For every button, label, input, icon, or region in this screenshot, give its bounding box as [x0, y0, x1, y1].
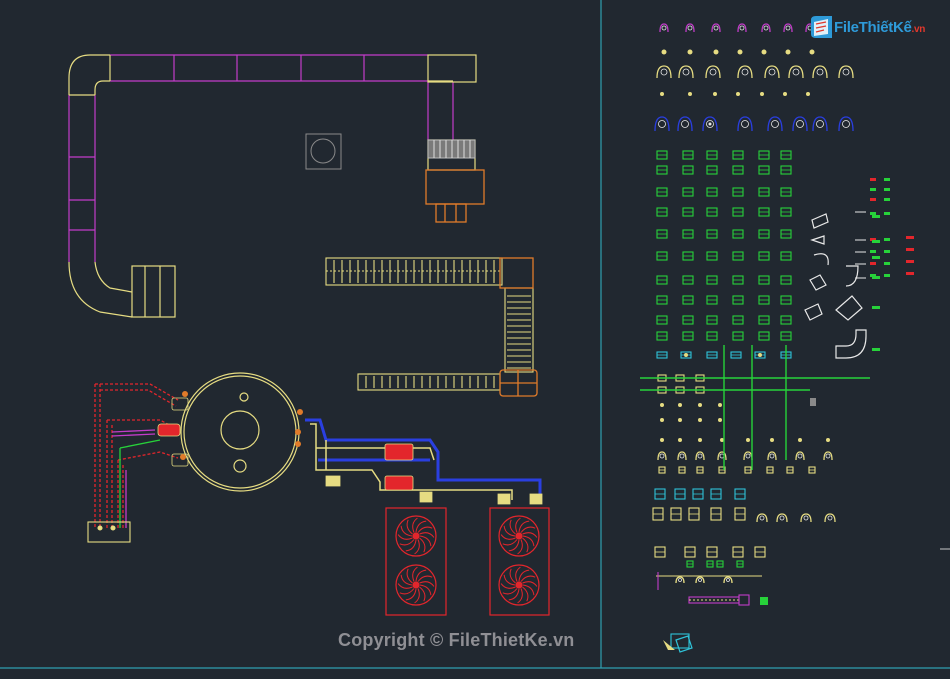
magenta-piping[interactable] [111, 429, 156, 528]
fan-icon [498, 564, 540, 606]
library-duct-elbows[interactable] [804, 213, 867, 359]
library-grey-marker [810, 398, 816, 406]
pipe-base-plate[interactable] [87, 521, 131, 543]
fan-icon [395, 515, 437, 557]
copyright-watermark: Copyright © FileThietKe.vn [338, 630, 575, 650]
fan-icon [395, 564, 437, 606]
valve-cluster[interactable] [157, 391, 303, 467]
library-bottom-items[interactable] [656, 572, 768, 650]
air-handling-unit[interactable] [425, 169, 485, 223]
magenta-duct-run[interactable] [68, 54, 454, 262]
fan-transition[interactable] [427, 139, 476, 159]
round-tank[interactable] [180, 372, 300, 492]
drawing-cursor-icon [675, 635, 693, 653]
logo-text: FileThiếtKế.vn [834, 19, 926, 36]
condenser-unit-right[interactable] [489, 507, 550, 616]
library-axis-lines [640, 345, 870, 470]
duct-elbow-fittings[interactable] [68, 54, 477, 318]
filethietke-logo-icon [811, 16, 832, 38]
floor-drain-symbol[interactable] [305, 133, 342, 170]
filethietke-logo: FileThiếtKế.vn [808, 14, 938, 44]
red-piping-frame[interactable] [94, 383, 179, 528]
pump-units[interactable] [325, 443, 543, 505]
condenser-unit-left[interactable] [385, 507, 447, 616]
symbol-library[interactable] [652, 23, 914, 653]
fan-icon [498, 515, 540, 557]
green-piping[interactable] [119, 439, 161, 528]
tray-elbow-orange[interactable] [499, 257, 538, 397]
yellow-return-pipe[interactable] [310, 423, 513, 500]
